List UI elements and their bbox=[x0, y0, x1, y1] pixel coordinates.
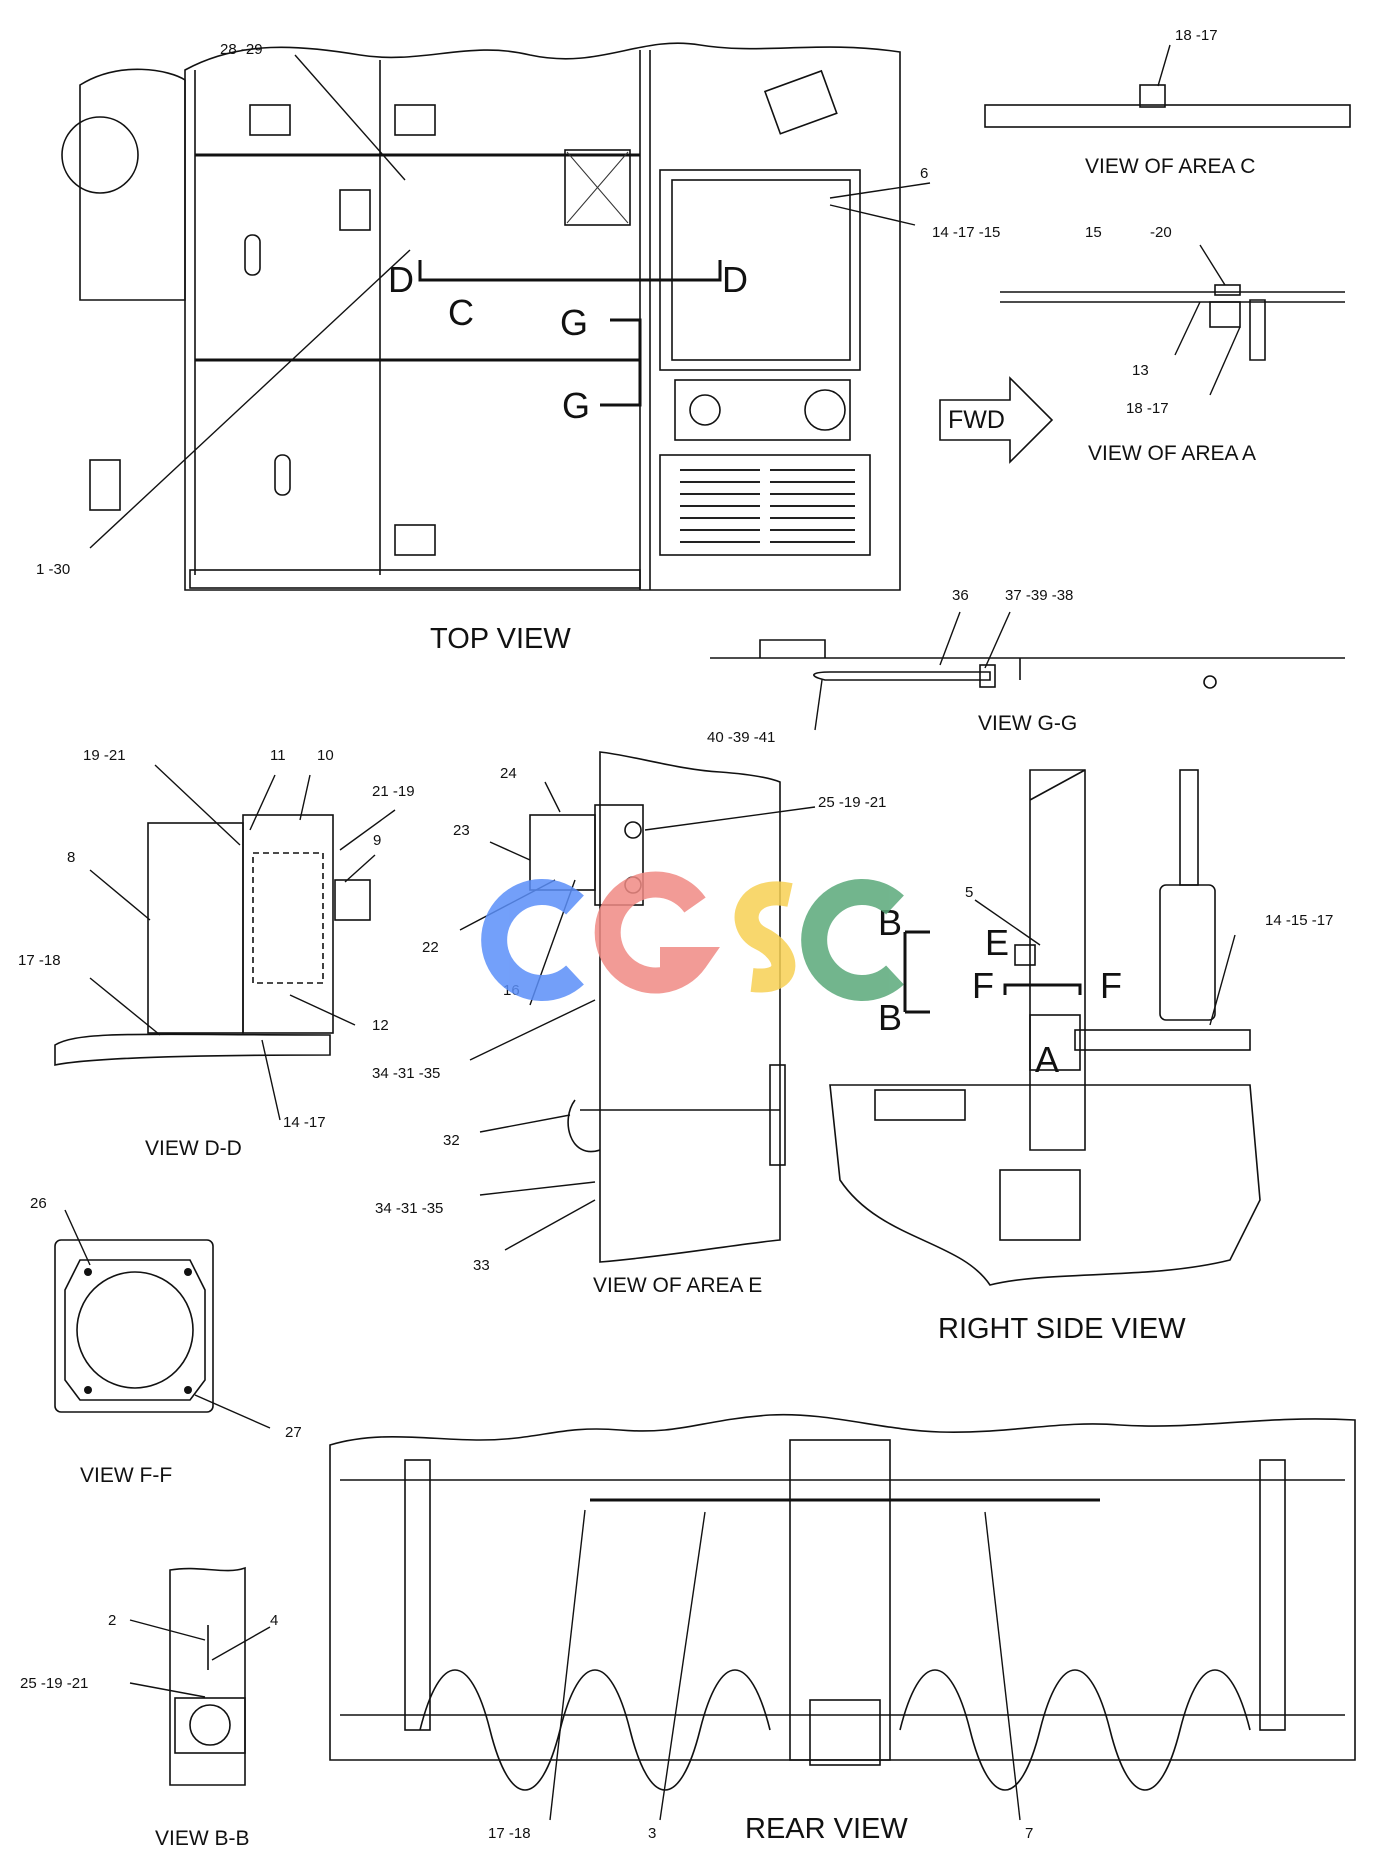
callout-34-31-35-upper: 34 -31 -35 bbox=[372, 1065, 440, 1082]
view-area-a bbox=[1000, 244, 1345, 396]
callout-19-21: 19 -21 bbox=[83, 747, 126, 764]
callout-32: 32 bbox=[443, 1132, 460, 1149]
callout-10: 10 bbox=[317, 747, 334, 764]
callout-24: 24 bbox=[500, 765, 517, 782]
callout-1-30: 1 -30 bbox=[36, 561, 70, 578]
view-f-f-title: VIEW F-F bbox=[80, 1464, 172, 1487]
section-letter-f-right: F bbox=[1100, 965, 1122, 1006]
section-letter-e: E bbox=[985, 922, 1009, 963]
callout-33: 33 bbox=[473, 1257, 490, 1274]
callout-21-19: 21 -19 bbox=[372, 783, 415, 800]
callout-6: 6 bbox=[920, 165, 928, 182]
callout-36: 36 bbox=[952, 587, 969, 604]
rear-view-title: REAR VIEW bbox=[745, 1813, 908, 1845]
callout-22: 22 bbox=[422, 939, 439, 956]
callout-25-19-21-view-bb: 25 -19 -21 bbox=[20, 1675, 88, 1692]
view-g-g bbox=[710, 611, 1345, 731]
section-letter-c: C bbox=[448, 292, 474, 333]
section-letter-f-left: F bbox=[972, 965, 994, 1006]
callout-40-39-41: 40 -39 -41 bbox=[707, 729, 775, 746]
leader-14-17-15 bbox=[829, 204, 916, 226]
callout-23: 23 bbox=[453, 822, 470, 839]
view-area-e-title: VIEW OF AREA E bbox=[593, 1274, 762, 1297]
callout-11: 11 bbox=[270, 747, 286, 764]
section-letter-b-bottom: B bbox=[878, 997, 902, 1038]
callout-5: 5 bbox=[965, 884, 973, 901]
section-letter-a: A bbox=[1035, 1039, 1059, 1080]
callout-17-18-rear: 17 -18 bbox=[488, 1825, 531, 1842]
callout-14-17-dd: 14 -17 bbox=[283, 1114, 326, 1131]
leader-1-30 bbox=[89, 249, 411, 549]
view-area-e bbox=[459, 751, 816, 1263]
view-f-f bbox=[54, 1209, 271, 1429]
callout-14-17-15: 14 -17 -15 bbox=[932, 224, 1000, 241]
view-area-c bbox=[984, 44, 1351, 128]
section-letter-g-bottom: G bbox=[562, 385, 590, 426]
callout-25-19-21-area-e: 25 -19 -21 bbox=[818, 794, 886, 811]
view-d-d-title: VIEW D-D bbox=[145, 1137, 242, 1160]
cgsc-watermark-logo bbox=[481, 871, 904, 1001]
top-view-title: TOP VIEW bbox=[430, 623, 571, 655]
view-g-g-title: VIEW G-G bbox=[978, 712, 1077, 735]
view-area-c-title: VIEW OF AREA C bbox=[1085, 155, 1255, 178]
callout-7: 7 bbox=[1025, 1825, 1033, 1842]
view-b-b-title: VIEW B-B bbox=[155, 1827, 250, 1850]
view-area-a-title: VIEW OF AREA A bbox=[1088, 442, 1256, 465]
callout-13: 13 bbox=[1132, 362, 1149, 379]
leader-28-29 bbox=[294, 54, 406, 181]
right-side-view bbox=[829, 769, 1261, 1286]
callout-2: 2 bbox=[108, 1612, 116, 1629]
callout-37-39-38: 37 -39 -38 bbox=[1005, 587, 1073, 604]
rear-view bbox=[329, 1413, 1356, 1821]
leader-6 bbox=[829, 182, 931, 199]
section-letter-d-left: D bbox=[388, 259, 414, 300]
callout-14-15-17: 14 -15 -17 bbox=[1265, 912, 1333, 929]
callout-9: 9 bbox=[373, 832, 381, 849]
section-letter-g-top: G bbox=[560, 302, 588, 343]
callout-17-18-dd: 17 -18 bbox=[18, 952, 61, 969]
forward-arrow bbox=[939, 376, 1054, 464]
fwd-label: FWD bbox=[948, 406, 1005, 434]
right-side-view-title: RIGHT SIDE VIEW bbox=[938, 1313, 1186, 1345]
callout-28-29: 28 -29 bbox=[220, 41, 263, 58]
section-letter-d-right: D bbox=[722, 259, 748, 300]
callout-34-31-35-lower: 34 -31 -35 bbox=[375, 1200, 443, 1217]
callout-26: 26 bbox=[30, 1195, 47, 1212]
callout-8: 8 bbox=[67, 849, 75, 866]
callout-20: -20 bbox=[1150, 224, 1172, 241]
callout-12: 12 bbox=[372, 1017, 389, 1034]
callout-18-17-area-a: 18 -17 bbox=[1126, 400, 1169, 417]
view-b-b bbox=[129, 1566, 271, 1786]
callout-15: 15 bbox=[1085, 224, 1102, 241]
top-view bbox=[61, 42, 901, 591]
callout-27: 27 bbox=[285, 1424, 302, 1441]
callout-18-17-area-c: 18 -17 bbox=[1175, 27, 1218, 44]
callout-4: 4 bbox=[270, 1612, 278, 1629]
view-d-d bbox=[54, 764, 396, 1121]
callout-3: 3 bbox=[648, 1825, 656, 1842]
